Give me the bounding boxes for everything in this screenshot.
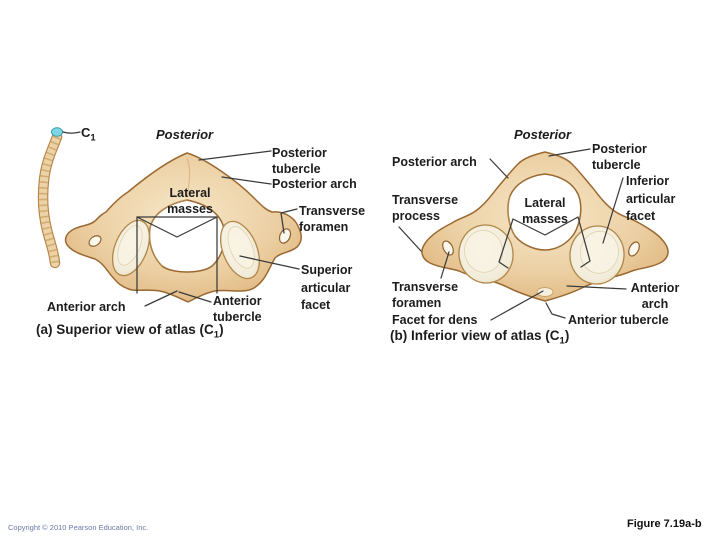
leader-superior-articular-facet-a — [239, 255, 300, 270]
label-anterior-arch-b: Anterior arch — [630, 281, 680, 311]
label-anterior-tubercle-a: Anterior tubercle — [213, 294, 262, 324]
label-posterior-tubercle-a: Posterior tubercle — [272, 146, 327, 176]
leader-facet-for-dens-b — [490, 290, 544, 321]
figure-number-label: Figure 7.19a-b — [627, 518, 702, 530]
caption-inferior-view: (b) Inferior view of atlas (C1) — [390, 328, 570, 347]
label-facet-for-dens-b: Facet for dens — [392, 313, 478, 327]
leader-posterior-tubercle-a — [198, 150, 272, 161]
c1-label: C1 — [81, 125, 96, 144]
label-superior-articular-facet-a: Superior articular facet — [301, 263, 353, 312]
leader-inferior-articular-facet-b — [602, 177, 624, 244]
leader-anterior-arch-b — [566, 285, 627, 290]
atlas-superior-view-bone — [64, 152, 302, 303]
leader-anterior-tubercle-a — [178, 291, 212, 303]
heading-posterior-a: Posterior — [156, 127, 214, 142]
leader-transverse-foramen-a — [280, 208, 298, 234]
leader-anterior-tubercle-b — [545, 302, 566, 319]
bone-a-inner-shading — [148, 199, 188, 267]
leader-lines — [62, 131, 627, 321]
heading-posterior-b: Posterior — [514, 127, 572, 142]
leader-posterior-tubercle-b — [548, 148, 591, 157]
caption-superior-view: (a) Superior view of atlas (C1) — [36, 322, 224, 341]
transverse-foramen-right-b — [628, 241, 640, 257]
label-posterior-tubercle-b: Posterior tubercle — [592, 142, 647, 172]
copyright-notice: Copyright © 2010 Pearson Education, Inc. — [8, 523, 149, 532]
label-posterior-arch-a: Posterior arch — [272, 177, 357, 191]
bracket-lateral-masses-b — [498, 216, 591, 269]
leader-transverse-foramen-b — [440, 251, 450, 279]
label-transverse-process-b: Transverse process — [392, 193, 459, 223]
transverse-foramen-right-a — [278, 228, 292, 244]
label-transverse-foramen-a: Transverse foramen — [299, 204, 366, 234]
bone-b-inner-shading — [507, 195, 516, 237]
leader-c1 — [62, 131, 81, 134]
transverse-foramen-left-b — [442, 240, 454, 256]
superior-articular-facet-left — [111, 219, 151, 277]
inferior-articular-facet-left — [458, 224, 514, 284]
c1-highlight-dot — [51, 127, 63, 137]
label-anterior-tubercle-b: Anterior tubercle — [568, 313, 669, 327]
inferior-articular-facet-right — [569, 225, 625, 285]
leader-posterior-arch-a — [221, 176, 272, 185]
label-lateral-masses-b: Lateral masses — [522, 196, 568, 226]
label-posterior-arch-b: Posterior arch — [392, 155, 477, 169]
leader-anterior-arch-a — [144, 290, 178, 307]
bracket-lateral-masses-a — [136, 216, 218, 294]
label-inferior-articular-facet-b: Inferior articular facet — [626, 174, 676, 223]
leader-transverse-process-b — [398, 226, 422, 252]
transverse-foramen-left-a — [88, 235, 102, 247]
bone-a-apex-crease — [186, 157, 191, 197]
bone-a-ring — [64, 152, 302, 303]
leader-posterior-arch-b — [489, 158, 509, 179]
facet-for-dens-patch — [536, 287, 554, 297]
label-transverse-foramen-b: Transverse foramen — [392, 280, 459, 310]
spine-inset-icon — [37, 127, 63, 269]
label-anterior-arch-a: Anterior arch — [47, 300, 126, 314]
spine-vertebra-segments — [38, 135, 61, 264]
label-lateral-masses-a: Lateral masses — [167, 186, 213, 216]
atlas-inferior-view-bone — [421, 151, 669, 302]
